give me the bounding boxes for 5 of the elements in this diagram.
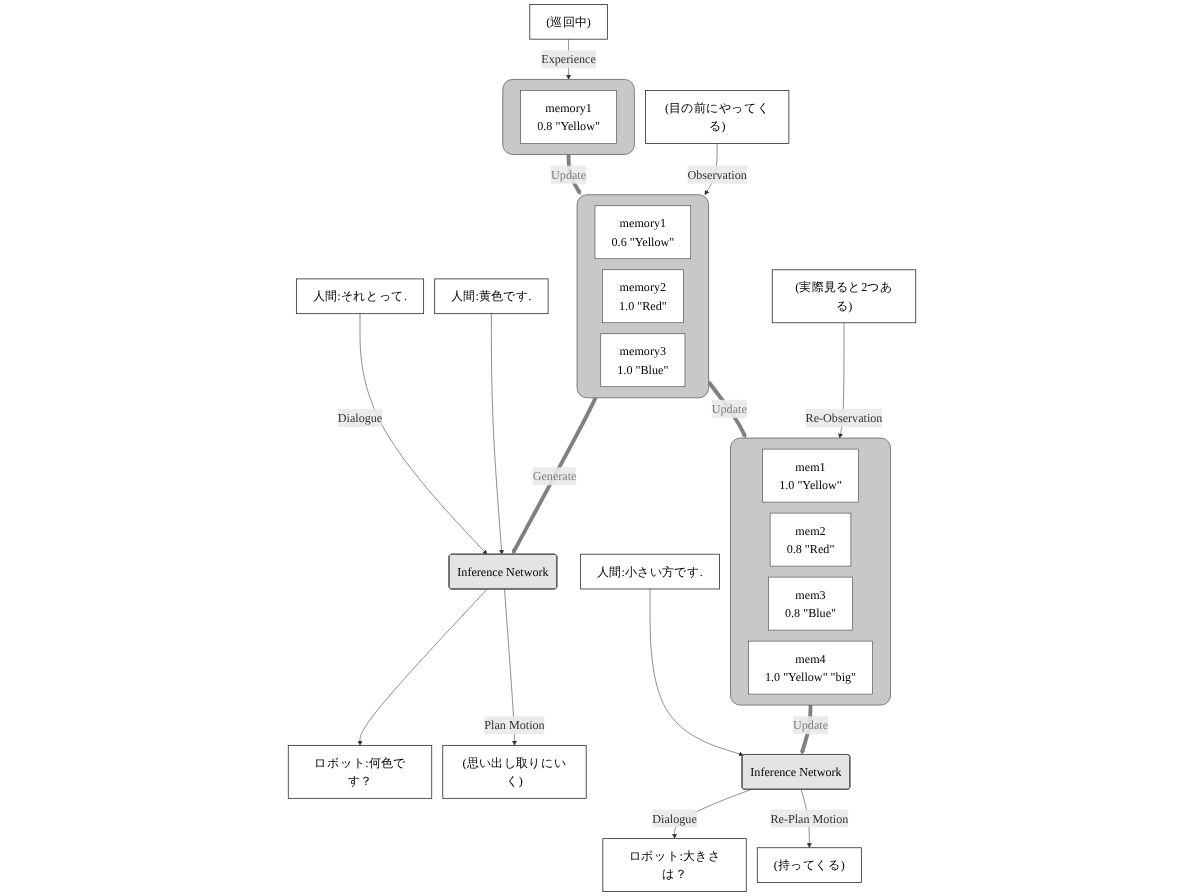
cluster	[730, 437, 891, 706]
cluster	[502, 79, 635, 155]
cluster	[576, 194, 710, 399]
arrow	[707, 380, 747, 439]
arrow	[511, 396, 598, 555]
